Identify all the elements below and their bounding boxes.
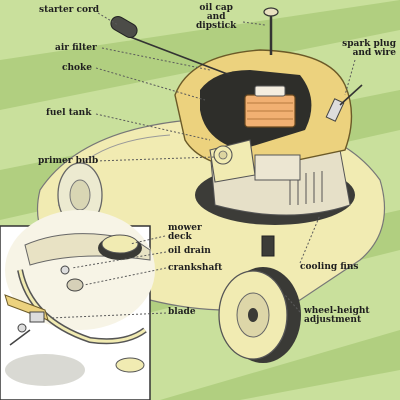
label-air-filter: air filter xyxy=(55,43,97,53)
inset-shadow xyxy=(5,354,85,386)
label-spark-plug: spark plug and wire xyxy=(342,39,396,58)
lawn-stripe xyxy=(160,330,400,400)
oil-drain-plug xyxy=(60,265,70,275)
label-fuel-tank: fuel tank xyxy=(46,108,92,118)
leader-lines xyxy=(95,12,356,313)
label-cooling-fins: cooling fins xyxy=(300,262,359,272)
label-choke: choke xyxy=(62,63,92,73)
wheel-height-lever xyxy=(261,235,275,257)
label-blade: blade xyxy=(168,307,196,317)
carburetor xyxy=(254,154,301,181)
label-crankshaft: crankshaft xyxy=(168,263,223,273)
spark-plug xyxy=(325,84,363,122)
primer-bulb xyxy=(213,145,233,165)
inset-leader-lines xyxy=(49,235,167,319)
label-starter-cord: starter cord xyxy=(39,5,100,15)
air-filter xyxy=(244,85,296,128)
blade xyxy=(4,294,49,346)
underside-inset xyxy=(0,210,155,400)
label-mower-deck: mower deck xyxy=(168,223,202,242)
engine xyxy=(110,7,363,225)
label-oil-cap-dipstick: oil cap and dipstick xyxy=(196,3,237,31)
front-wheel xyxy=(218,267,301,363)
starter-cord xyxy=(110,16,231,76)
label-oil-drain: oil drain xyxy=(168,246,211,256)
lawn-stripe xyxy=(0,0,400,110)
label-primer-bulb: primer bulb xyxy=(38,156,99,166)
label-wheel-height: wheel-height adjustment xyxy=(304,306,370,325)
crankshaft-hub xyxy=(66,278,84,292)
oil-cap-dipstick xyxy=(263,7,279,55)
